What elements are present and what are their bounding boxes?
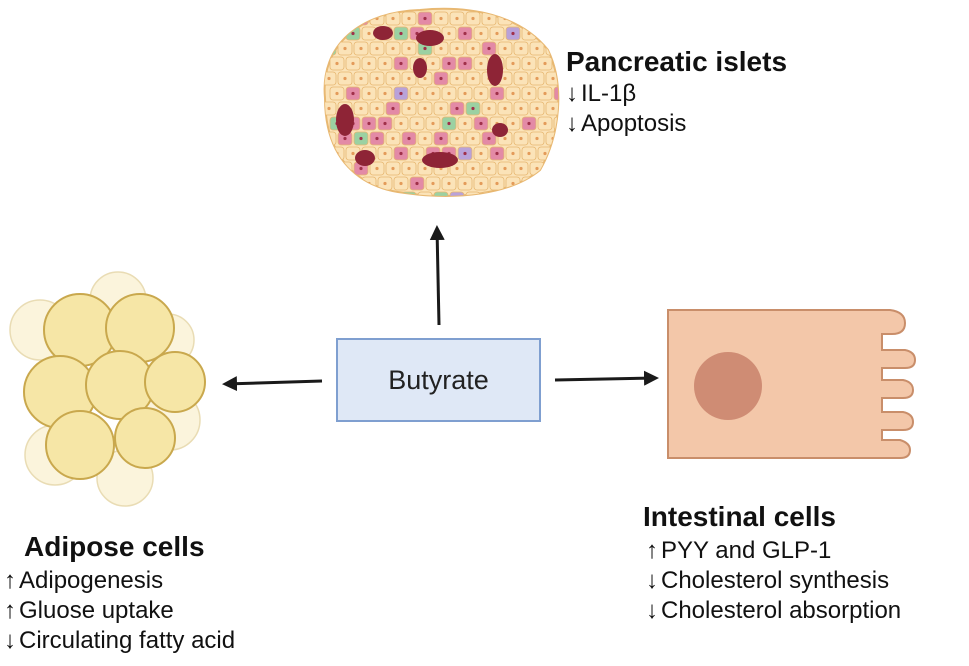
capillary — [336, 104, 354, 136]
arrow-to-intestinal — [554, 370, 659, 386]
adipose-cells-illustration — [9, 271, 206, 507]
islet-cell — [417, 191, 433, 196]
islet-cell — [497, 191, 513, 196]
islet-cell — [553, 176, 559, 191]
capillary — [416, 30, 444, 46]
islet-cell — [369, 191, 385, 196]
islet-cell — [570, 177, 584, 190]
effect-item: ↓Circulating fatty acid — [4, 627, 236, 654]
islet-cell — [353, 191, 369, 196]
arrow-up-icon: ↑ — [4, 567, 16, 594]
arrow-down-icon: ↓ — [566, 110, 578, 137]
islet-cell — [545, 11, 559, 26]
islet-cell — [513, 11, 529, 26]
pancreatic-islet-illustration — [323, 7, 584, 205]
effect-item: ↑PYY and GLP-1 — [646, 537, 832, 564]
islet-cell — [353, 11, 369, 26]
islet-cell — [553, 26, 559, 41]
arrow-down-icon: ↓ — [4, 627, 16, 654]
islet-cell — [545, 191, 559, 196]
islet-cell — [324, 191, 337, 196]
arrow-to-adipose — [222, 376, 323, 392]
capillary — [413, 58, 427, 78]
islet-cell — [329, 26, 345, 41]
effect-item: ↑Adipogenesis — [4, 567, 164, 594]
islet-cell — [324, 41, 337, 56]
islet-cell — [562, 12, 576, 25]
islet-cell — [562, 192, 576, 205]
butyrate-label: Butyrate — [388, 364, 489, 395]
islet-cell — [545, 161, 559, 176]
islet-cell — [329, 176, 345, 191]
islet-cell — [570, 147, 584, 160]
nucleus-shape — [694, 352, 762, 420]
effect-item: ↓Cholesterol synthesis — [646, 567, 890, 594]
intestinal-cells-label-block: Intestinal cells — [643, 500, 836, 534]
islet-cell — [537, 176, 553, 191]
effect-item: ↓Cholesterol absorption — [646, 597, 902, 624]
capillary — [492, 123, 508, 137]
islet-cell — [449, 191, 465, 196]
arrow-up-icon: ↑ — [4, 597, 16, 624]
islet-cell — [553, 86, 559, 101]
islet-cell — [324, 161, 337, 176]
pancreatic-islets-label-block: Pancreatic islets ↓IL-1β ↓Apoptosis — [566, 45, 787, 139]
islet-cell — [385, 191, 401, 196]
islet-cell — [529, 191, 545, 196]
arrow-down-icon: ↓ — [646, 597, 658, 624]
intestinal-cell-illustration — [667, 309, 917, 459]
islet-cell — [529, 11, 545, 26]
islet-cell — [537, 26, 553, 41]
islet-cell — [521, 176, 537, 191]
adipose-cells-label-block: Adipose cells — [24, 530, 205, 564]
adipose-effects-list: ↑Adipogenesis ↑Gluose uptake ↓Circulatin… — [4, 566, 235, 656]
islet-cell — [553, 146, 559, 161]
islet-cell — [570, 27, 584, 40]
arrow-down-icon: ↓ — [646, 567, 658, 594]
intestinal-effects-list: ↑PYY and GLP-1 ↓Cholesterol synthesis ↓C… — [646, 536, 901, 626]
arrow-down-icon: ↓ — [566, 80, 578, 107]
effect-item: ↓IL-1β — [566, 80, 637, 107]
islet-cell — [433, 191, 449, 196]
effect-item: ↓Apoptosis — [566, 110, 687, 137]
capillary — [373, 26, 393, 40]
islet-cell — [324, 11, 337, 26]
adipocyte — [114, 407, 176, 469]
butyrate-box: Butyrate — [336, 338, 541, 422]
effect-item: ↑Gluose uptake — [4, 597, 174, 624]
arrow-to-pancreas — [429, 225, 445, 326]
islet-cell — [562, 162, 576, 175]
intestinal-cells-title: Intestinal cells — [643, 501, 836, 532]
adipocyte — [144, 351, 206, 413]
islet-cell — [337, 191, 353, 196]
islet-cell — [481, 191, 497, 196]
adipose-cells-title: Adipose cells — [24, 531, 205, 562]
adipocyte — [45, 410, 115, 480]
islet-cell — [345, 176, 361, 191]
capillary — [487, 54, 503, 86]
arrow-up-icon: ↑ — [646, 537, 658, 564]
islet-cell — [337, 11, 353, 26]
capillary — [422, 152, 458, 168]
islet-cell — [513, 191, 529, 196]
capillary — [355, 150, 375, 166]
islet-cell — [545, 41, 559, 56]
pancreatic-islets-title: Pancreatic islets — [566, 46, 788, 77]
